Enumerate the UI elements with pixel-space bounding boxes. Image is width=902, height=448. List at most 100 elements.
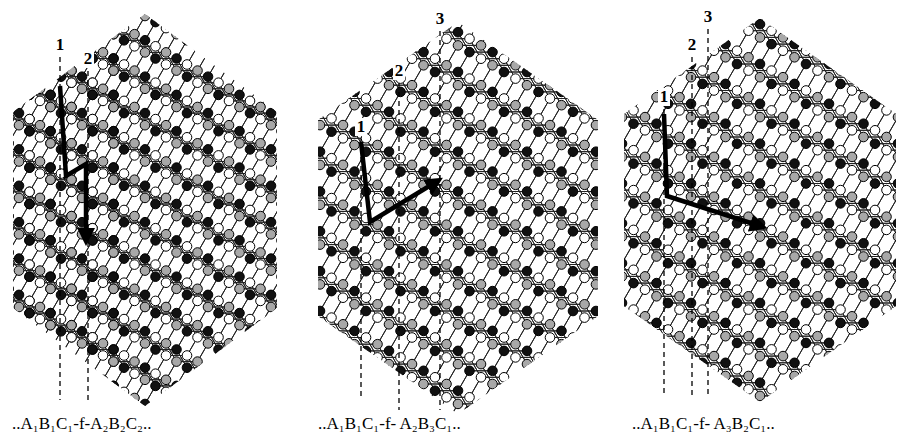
atom (371, 363, 381, 373)
hexagon-cell (303, 331, 345, 367)
atom (25, 369, 35, 379)
atom (224, 230, 234, 240)
atom (235, 66, 245, 76)
atom (200, 94, 210, 104)
atom (161, 169, 171, 179)
hexagon-cell (219, 174, 261, 210)
atom (151, 308, 161, 318)
hexagon-cell (366, 238, 412, 278)
hexagon-cell (166, 180, 208, 216)
atom (371, 23, 381, 33)
atom (245, 217, 255, 227)
atom (214, 223, 224, 233)
atom (256, 78, 266, 88)
atom (77, 84, 87, 94)
hexagon-cell (292, 434, 334, 448)
atom (67, 260, 77, 270)
hexagon-cell (240, 259, 282, 295)
atom (203, 157, 213, 167)
atom (396, 432, 406, 442)
hexagon-cell (332, 338, 378, 378)
atom (4, 78, 14, 88)
atom (67, 187, 77, 197)
atom (258, 233, 268, 243)
atom (214, 54, 224, 64)
atom (46, 17, 56, 27)
atom (298, 345, 308, 355)
hexagon-cell (539, 99, 585, 139)
atom (88, 5, 98, 15)
atom (214, 126, 224, 136)
atom (407, 293, 417, 303)
hexagon-cell (135, 271, 177, 307)
atom (287, 60, 297, 70)
hexagon-cell (51, 368, 93, 404)
atom (4, 151, 14, 161)
atom (442, 114, 452, 124)
hexagon-cell (677, 0, 723, 19)
atom (4, 248, 14, 258)
atom (25, 90, 35, 100)
hexagon-cell (0, 325, 19, 361)
atom (0, 217, 3, 227)
atom (329, 436, 339, 446)
atom (382, 393, 392, 403)
atom (67, 0, 77, 3)
atom (214, 345, 224, 355)
atom (88, 78, 98, 88)
atom (340, 54, 350, 64)
hexagon-cell (228, 397, 274, 437)
atom (266, 72, 276, 82)
hexagon-cell (263, 258, 309, 298)
hexagon-cell (608, 377, 654, 417)
atom (56, 72, 66, 82)
atom (266, 84, 276, 94)
atom (373, 114, 383, 124)
atom (25, 296, 35, 306)
atom (25, 126, 35, 136)
hexagon-cell (229, 362, 271, 398)
atom (430, 213, 440, 223)
atom (373, 193, 383, 203)
atom (287, 423, 297, 433)
lattice-layer (0, 0, 397, 448)
atom (203, 72, 213, 82)
hexagon-cell (282, 174, 324, 210)
atom (382, 369, 392, 379)
hexagon-cell (61, 46, 103, 82)
atom (25, 345, 35, 355)
atom (193, 139, 203, 149)
atom (329, 11, 339, 21)
hexagon-cell (0, 10, 40, 46)
atom (14, 11, 24, 21)
hexagon-cell (208, 277, 250, 313)
atom (140, 157, 150, 167)
atom (35, 387, 45, 397)
hexagon-cell (61, 0, 103, 10)
hexagon-cell (334, 59, 376, 95)
hexagon-cell (0, 283, 9, 319)
hexagon-cell (435, 278, 481, 318)
atom (193, 102, 203, 112)
atom (46, 0, 56, 3)
atom (0, 23, 3, 33)
atom (119, 181, 129, 191)
atom (25, 381, 35, 391)
atom (0, 205, 3, 215)
hexagon-cell (219, 137, 261, 173)
hexagon-cell (93, 137, 135, 173)
atom (235, 236, 245, 246)
atom (182, 36, 192, 46)
atom (119, 145, 129, 155)
atom (109, 320, 119, 330)
atom (203, 339, 213, 349)
atom (151, 405, 161, 415)
atom (308, 169, 318, 179)
atom (0, 423, 3, 433)
atom (304, 34, 314, 44)
atom (258, 114, 268, 124)
hexagon-cell (156, 356, 198, 392)
hexagon-cell (124, 374, 166, 410)
atom (361, 253, 371, 263)
hexagon-cell (19, 350, 61, 386)
